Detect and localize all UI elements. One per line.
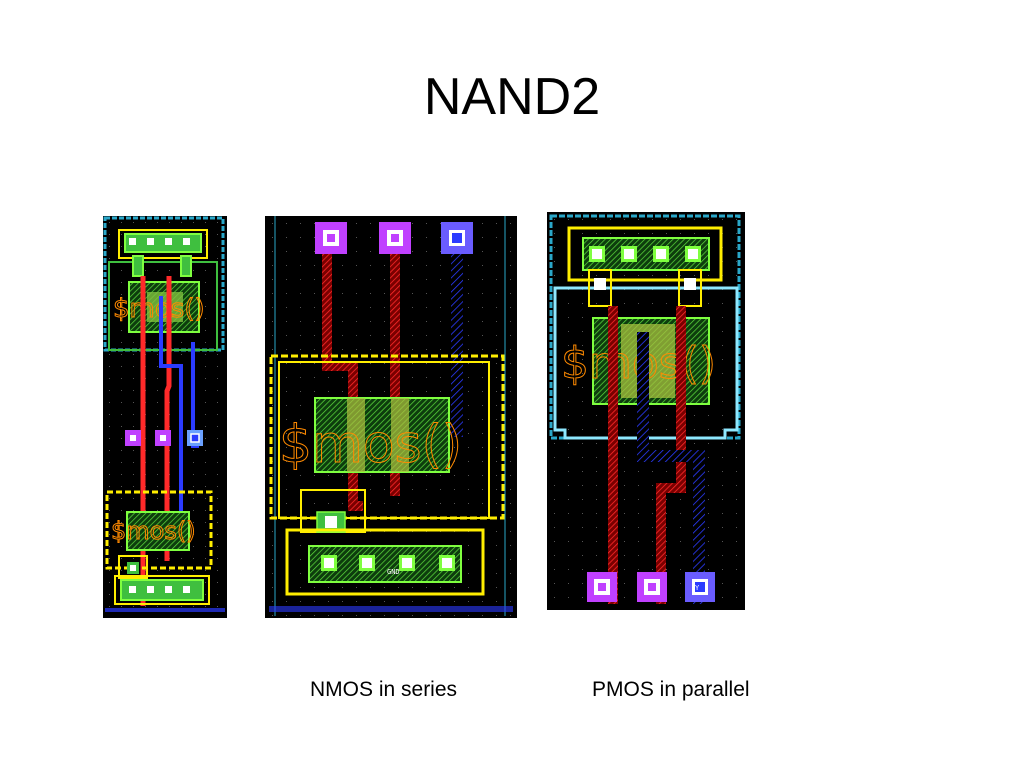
gnd-rail-full <box>114 575 210 605</box>
metal-route-y <box>637 332 705 604</box>
pmos-parallel-layout: $mos() Y <box>547 212 745 610</box>
caption-nmos: NMOS in series <box>310 678 458 701</box>
nmos-device <box>126 511 190 551</box>
poly-route-a <box>322 254 363 511</box>
vdd-rail <box>567 226 723 282</box>
slide-title: NAND2 <box>423 68 601 126</box>
input-pins <box>125 430 203 446</box>
nand2-full-layout: $mos() $mos() <box>103 216 227 618</box>
device-label: $mos() <box>279 415 462 475</box>
contact-row-bottom <box>129 586 190 593</box>
pmos-diffusion-top <box>118 229 208 259</box>
device-label-nmos: $mos() <box>111 517 196 545</box>
device-label-pmos: $mos() <box>113 294 205 324</box>
pin-label-y: Y <box>695 584 700 592</box>
gnd-label: GND <box>387 568 400 576</box>
gnd-rail <box>285 528 485 596</box>
vdd-contacts <box>589 246 701 262</box>
input-pin-b <box>379 222 411 254</box>
output-pin-y <box>685 572 715 602</box>
caption-pmos: PMOS in parallel <box>592 678 750 701</box>
nmos-series-layout: $mos() GND <box>265 216 517 618</box>
gnd-contacts <box>321 555 455 571</box>
input-pin-b <box>637 572 667 602</box>
input-pin-a <box>587 572 617 602</box>
poly-gate-b <box>656 306 686 604</box>
output-pin-y <box>441 222 473 254</box>
nmos-series-device <box>314 397 450 473</box>
input-pin-a <box>315 222 347 254</box>
contact-row-top <box>129 238 190 245</box>
